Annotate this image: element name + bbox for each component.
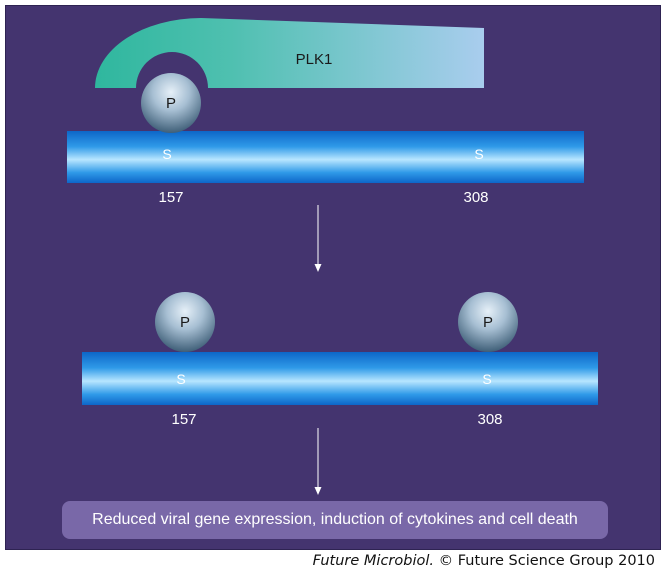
phospho-label-308: P — [483, 314, 493, 331]
outcome-text: Reduced viral gene expression, induction… — [92, 511, 578, 528]
site-308-label-top: 308 — [463, 189, 488, 206]
phospho-group-308 — [458, 292, 518, 352]
diagram-panel — [5, 5, 661, 550]
copyright-credit: Future Microbiol. © Future Science Group… — [0, 553, 655, 569]
copyright-text: © Future Science Group 2010 — [434, 553, 655, 569]
phospho-label-157: P — [180, 314, 190, 331]
serine-308-top: S — [474, 146, 483, 162]
serine-157-bottom: S — [176, 371, 185, 387]
protein-bar-top — [67, 131, 584, 183]
protein-bar-bottom — [82, 352, 598, 405]
site-157-label-bottom: 157 — [171, 411, 196, 428]
plk1-label: PLK1 — [296, 51, 333, 68]
site-308-label-bottom: 308 — [477, 411, 502, 428]
arrow-down-icon — [314, 428, 322, 495]
site-157-label-top: 157 — [158, 189, 183, 206]
arrow-down-icon — [314, 205, 322, 272]
phospho-label-top: P — [166, 95, 176, 112]
outcome-box — [62, 501, 608, 539]
serine-157-top: S — [162, 146, 171, 162]
serine-308-bottom: S — [482, 371, 491, 387]
journal-name: Future Microbiol. — [312, 553, 435, 569]
phospho-group-157 — [155, 292, 215, 352]
plk1-kinase-shape — [95, 18, 484, 88]
phospho-group-top — [141, 73, 201, 133]
